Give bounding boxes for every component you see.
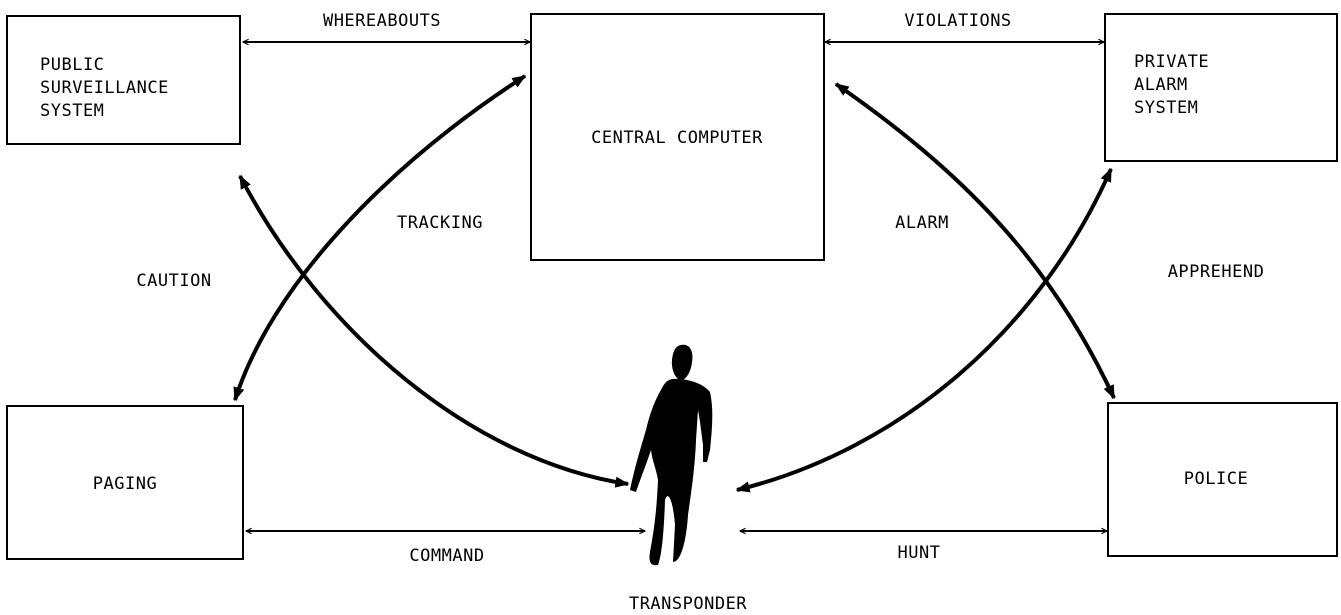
central-computer-box: CENTRAL COMPUTER	[530, 13, 825, 261]
transponder-label: TRANSPONDER	[629, 594, 747, 614]
whereabouts-label: WHEREABOUTS	[323, 11, 441, 31]
private-alarm-label-line1: PRIVATE	[1134, 52, 1209, 72]
private-alarm-system-box: PRIVATE ALARM SYSTEM	[1104, 13, 1338, 162]
apprehend-label: APPREHEND	[1168, 262, 1265, 282]
hunt-label: HUNT	[898, 543, 941, 563]
tracking-label: TRACKING	[397, 213, 483, 233]
tracking-curve-arrow	[233, 74, 527, 402]
paging-box: PAGING	[6, 405, 244, 560]
apprehend-curve-arrow	[735, 167, 1113, 493]
central-computer-label: CENTRAL COMPUTER	[591, 128, 763, 148]
police-box: POLICE	[1107, 402, 1338, 557]
public-surveillance-label-line1: PUBLIC	[40, 55, 104, 75]
person-silhouette-icon	[630, 344, 713, 566]
public-surveillance-label-line2: SURVEILLANCE	[40, 78, 169, 98]
public-surveillance-system-box: PUBLIC SURVEILLANCE SYSTEM	[6, 15, 241, 145]
public-surveillance-label-line3: SYSTEM	[40, 101, 104, 121]
private-alarm-label-line3: SYSTEM	[1134, 98, 1198, 118]
command-label: COMMAND	[409, 546, 484, 566]
caution-label: CAUTION	[136, 271, 211, 291]
police-label: POLICE	[1184, 469, 1248, 489]
violations-label: VIOLATIONS	[904, 11, 1011, 31]
private-alarm-label-line2: ALARM	[1134, 75, 1188, 95]
alarm-label: ALARM	[895, 213, 949, 233]
paging-label: PAGING	[93, 474, 157, 494]
